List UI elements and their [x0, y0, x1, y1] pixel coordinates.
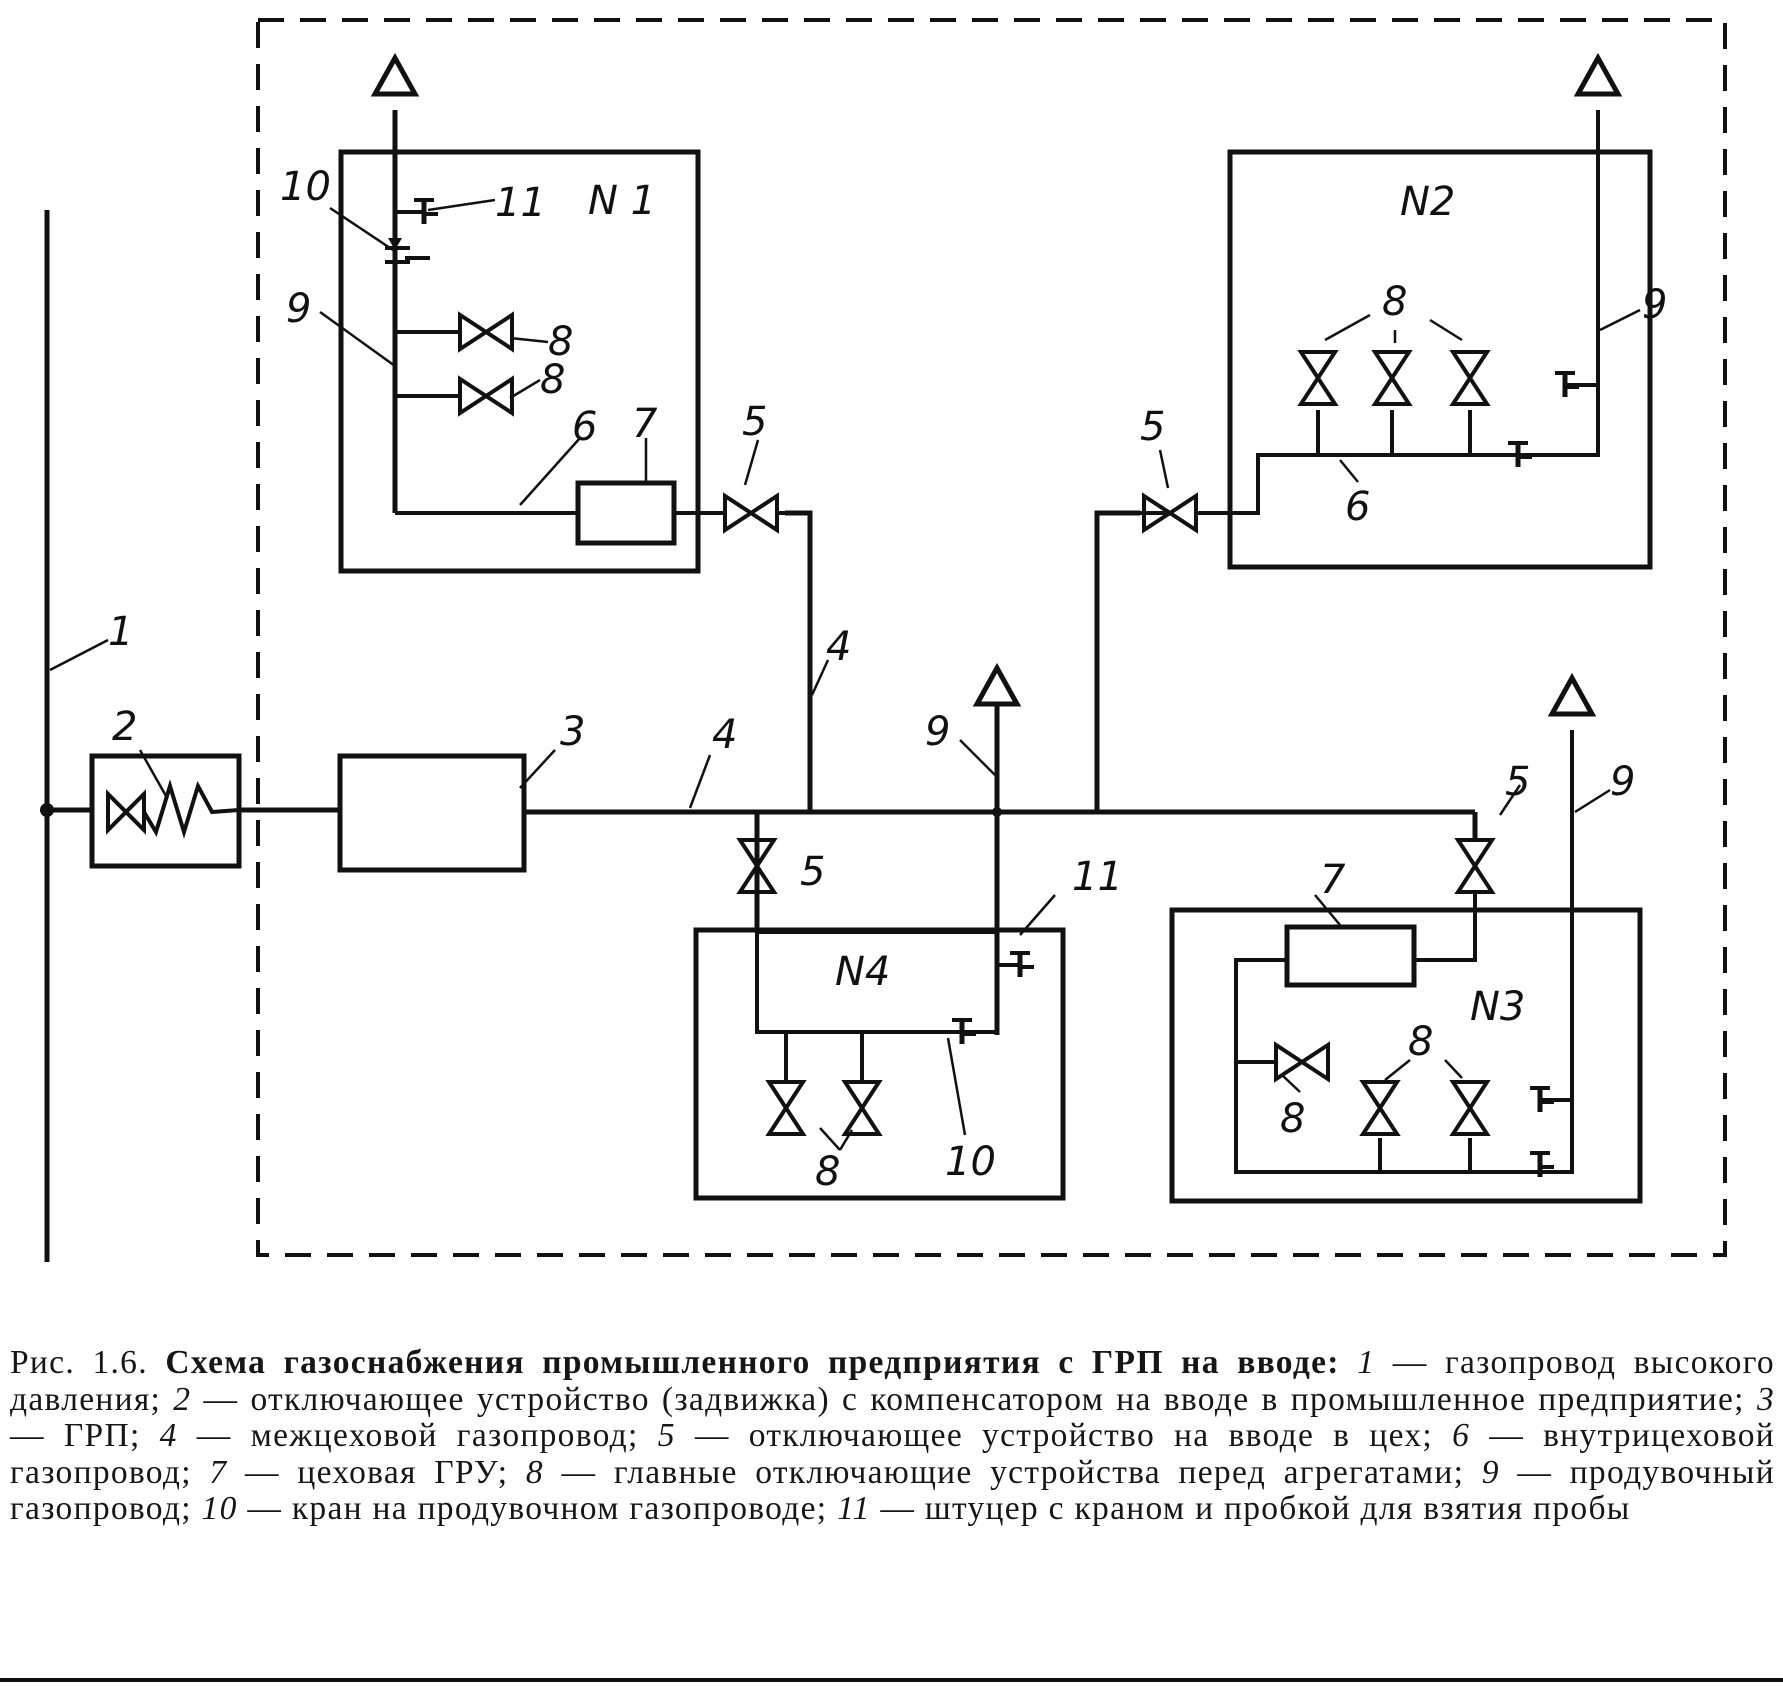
callout-8-n3a: 8 [1408, 1019, 1433, 1065]
grp-station [337, 753, 527, 873]
inlet-valve-icon [106, 789, 146, 835]
callout-9-n3: 9 [1610, 759, 1635, 805]
callout-leaders [49, 198, 1641, 1151]
callout-6-n2: 6 [1345, 484, 1370, 530]
shop-n3 [1169, 907, 1643, 1204]
gas-supply-scheme: N 1 N2 N4 [40, 18, 1727, 1262]
callout-8-n1a: 8 [548, 319, 573, 365]
callout-5-n4: 5 [800, 849, 825, 895]
bottom-rule [0, 1678, 1783, 1682]
compensator-icon [142, 779, 240, 839]
caption-prefix: Рис. 1.6. [10, 1344, 148, 1381]
caption-body: Рис. 1.6. Схема газоснабжения промышленн… [10, 1344, 1776, 1527]
shop-n1 [338, 149, 701, 574]
callout-2: 2 [112, 704, 137, 750]
shop-gru-n3 [1284, 924, 1417, 988]
callout-9-n1: 9 [286, 286, 311, 332]
figure-caption: Рис. 1.6. Схема газоснабжения промышленн… [10, 1344, 1776, 1528]
shop-title-n1: N 1 [588, 178, 656, 224]
callout-9-n2: 9 [1642, 282, 1667, 328]
callout-11-n1: 11 [495, 180, 546, 226]
callout-8-n1b: 8 [540, 357, 565, 403]
enterprise-boundary [256, 18, 1727, 1257]
shop-n2 [1227, 149, 1653, 570]
callout-8-n4: 8 [815, 1149, 840, 1195]
callout-11-n4: 11 [1072, 854, 1123, 900]
callout-5-n2: 5 [1140, 404, 1165, 450]
callout-5-n1: 5 [742, 399, 767, 445]
callout-4b: 4 [826, 624, 851, 670]
shop-title-n3: N3 [1470, 984, 1525, 1030]
caption-title: Схема газоснабжения промышленного предпр… [165, 1344, 1340, 1381]
callout-8-n2: 8 [1382, 279, 1407, 325]
callout-7-n3: 7 [1320, 857, 1346, 903]
callout-3: 3 [560, 709, 585, 755]
callout-10-n1: 10 [280, 164, 331, 210]
callout-6-n1: 6 [572, 404, 597, 450]
callout-8-n3b: 8 [1280, 1096, 1305, 1142]
callout-5-n3: 5 [1505, 759, 1530, 805]
shop-title-n2: N2 [1400, 179, 1455, 225]
callout-7-n1: 7 [632, 401, 658, 447]
callout-10-n4: 10 [945, 1139, 996, 1185]
callout-1: 1 [108, 609, 133, 655]
shop-gru-n1 [575, 480, 677, 546]
callout-9-n4: 9 [925, 709, 950, 755]
callout-4a: 4 [712, 712, 737, 758]
shop-title-n4: N4 [835, 949, 890, 995]
